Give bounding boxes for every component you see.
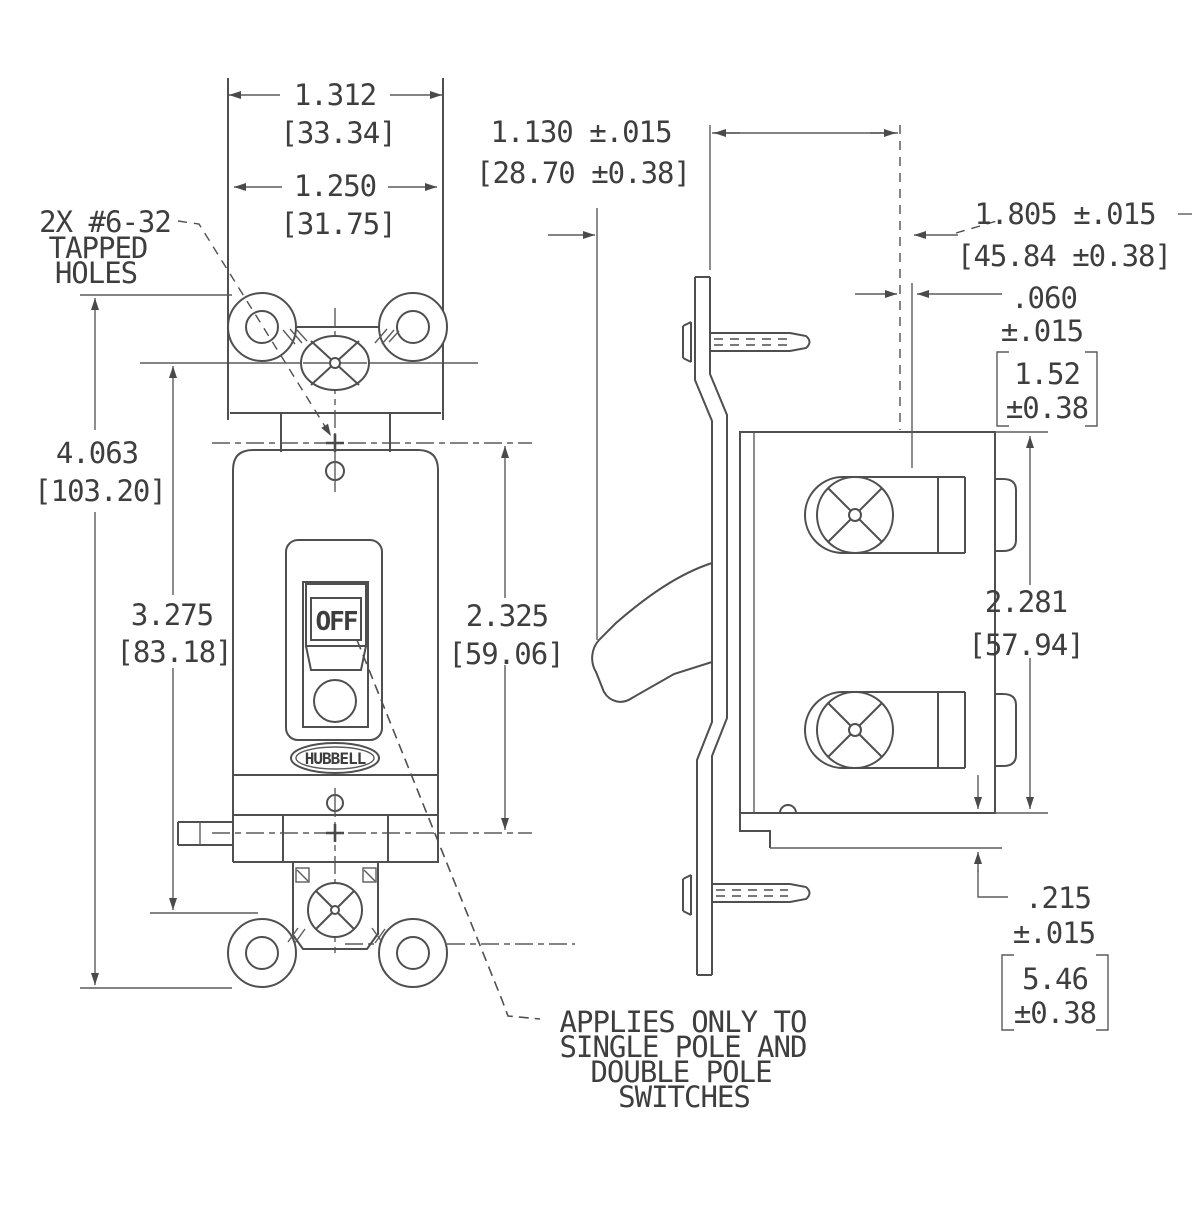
bracket-left xyxy=(1001,954,1014,1031)
dim-body-height-mm: [57.94] xyxy=(968,628,1083,662)
toggle-lever-side xyxy=(591,561,713,703)
dim-strap-offset-tol: ±.015 xyxy=(1013,916,1095,950)
dim-plate-centers-mm: [59.06] xyxy=(448,637,563,671)
hatch-marks xyxy=(282,328,400,345)
bottom-left-mounting-hole xyxy=(245,936,279,970)
dim-height-overall: 4.063 [103.20] xyxy=(34,294,232,989)
tapped-holes-callout: 2X #6-32 TAPPED HOLES xyxy=(39,205,332,437)
raised-face xyxy=(285,539,383,741)
top-strap-screw xyxy=(682,321,811,363)
dim-mounting-centers-mm: [83.18] xyxy=(116,635,231,669)
dim-strap-thickness-mm-tol: ±0.38 xyxy=(1006,391,1088,425)
tapped-holes-line3: HOLES xyxy=(55,256,137,290)
switch-body-front: OFF HUBBELL xyxy=(177,449,439,863)
brand-oval: HUBBELL xyxy=(290,742,380,774)
bracket-right xyxy=(1096,954,1109,1031)
dim-strap-offset-in: .215 xyxy=(1025,881,1091,915)
top-left-mounting-hole xyxy=(245,310,279,344)
dim-width-outer-in: 1.312 xyxy=(294,78,376,112)
dim-body-depth-mm: [28.70 ±0.38] xyxy=(476,156,690,190)
tapped-hole-bottom xyxy=(326,794,344,842)
dim-width-outer-mm: [33.34] xyxy=(280,116,395,150)
tapped-holes-leader xyxy=(177,220,332,437)
front-view: OFF HUBBELL xyxy=(34,78,575,989)
dim-body-depth: 1.130 ±.015 [28.70 ±0.38] xyxy=(476,115,901,430)
dim-overall-depth: 1.805 ±.015 [45.84 ±0.38] xyxy=(548,197,1192,640)
top-right-mounting-ear xyxy=(378,292,448,362)
dim-strap-thickness-in: .060 xyxy=(1011,281,1077,315)
dim-strap-offset: .215 ±.015 5.46 ±0.38 xyxy=(974,775,1109,1031)
dim-strap-thickness-tol: ±.015 xyxy=(1001,314,1083,348)
tapped-holes-line2: TAPPED xyxy=(49,231,148,265)
mounting-strap-bottom xyxy=(227,862,448,988)
dim-width-strap-mm: [31.75] xyxy=(280,207,395,241)
top-terminal-screw xyxy=(804,476,1017,554)
dim-width-strap-in: 1.250 xyxy=(294,169,376,203)
dim-strap-thickness: .060 ±.015 1.52 ±0.38 xyxy=(855,281,1098,468)
dim-height-overall-in: 4.063 xyxy=(56,436,138,470)
bottom-right-mounting-hole xyxy=(396,936,430,970)
note-line2: SINGLE POLE AND xyxy=(560,1030,807,1064)
toggle-handle: OFF xyxy=(305,583,367,671)
top-right-mounting-hole xyxy=(396,310,430,344)
bottom-terminal-screw xyxy=(804,691,1017,769)
bracket-right xyxy=(1085,351,1098,427)
dim-strap-offset-mm: 5.46 xyxy=(1022,962,1088,996)
note-line1: APPLIES ONLY TO xyxy=(560,1005,807,1039)
top-left-mounting-ear xyxy=(227,292,297,362)
dim-mounting-centers: 3.275 [83.18] xyxy=(116,366,258,914)
dim-body-height: 2.281 [57.94] xyxy=(968,431,1085,814)
dim-overall-depth-in: 1.805 ±.015 xyxy=(974,197,1155,231)
dim-strap-offset-mm-tol: ±0.38 xyxy=(1014,996,1096,1030)
note-line3: DOUBLE POLE xyxy=(590,1055,771,1089)
dim-height-overall-mm: [103.20] xyxy=(34,474,166,508)
toggle-opening xyxy=(302,581,369,728)
hatch-marks xyxy=(287,927,386,944)
note-callout: APPLIES ONLY TO SINGLE POLE AND DOUBLE P… xyxy=(356,639,807,1114)
dim-body-height-in: 2.281 xyxy=(985,585,1067,619)
mounting-strap-top xyxy=(227,78,448,452)
tapped-hole-top xyxy=(325,434,345,481)
bracket-left xyxy=(996,351,1009,427)
plate-notches xyxy=(295,867,377,883)
dim-strap-thickness-mm: 1.52 xyxy=(1014,357,1080,391)
toggle-pivot-circle xyxy=(313,679,357,723)
dim-width-strap: 1.250 [31.75] xyxy=(234,169,437,241)
dim-plate-centers: 2.325 [59.06] xyxy=(448,446,565,830)
dim-overall-depth-mm: [45.84 ±0.38] xyxy=(957,239,1171,273)
brand-label: HUBBELL xyxy=(305,749,366,768)
dim-width-outer: 1.312 [33.34] xyxy=(229,78,442,150)
bottom-bracket xyxy=(739,804,1002,849)
switch-body-side xyxy=(739,431,1017,849)
top-terminal-tab xyxy=(995,478,1017,552)
toggle-off-label: OFF xyxy=(316,607,358,637)
dim-body-depth-in: 1.130 ±.015 xyxy=(490,115,671,149)
dim-mounting-centers-in: 3.275 xyxy=(131,598,213,632)
bottom-right-mounting-ear xyxy=(378,918,448,988)
bottom-left-mounting-ear xyxy=(227,918,297,988)
bottom-terminal-tab xyxy=(995,693,1017,767)
note-line4: SWITCHES xyxy=(618,1080,750,1114)
note-leader xyxy=(356,639,541,1020)
tapped-holes-line1: 2X #6-32 xyxy=(39,205,171,239)
dim-plate-centers-in: 2.325 xyxy=(466,599,548,633)
side-wire-clamp xyxy=(177,821,232,846)
centerlines xyxy=(212,308,575,958)
bottom-strap-screw xyxy=(682,874,811,916)
side-view: 1.130 ±.015 [28.70 ±0.38] 1.805 ±.015 [4… xyxy=(476,115,1192,1031)
